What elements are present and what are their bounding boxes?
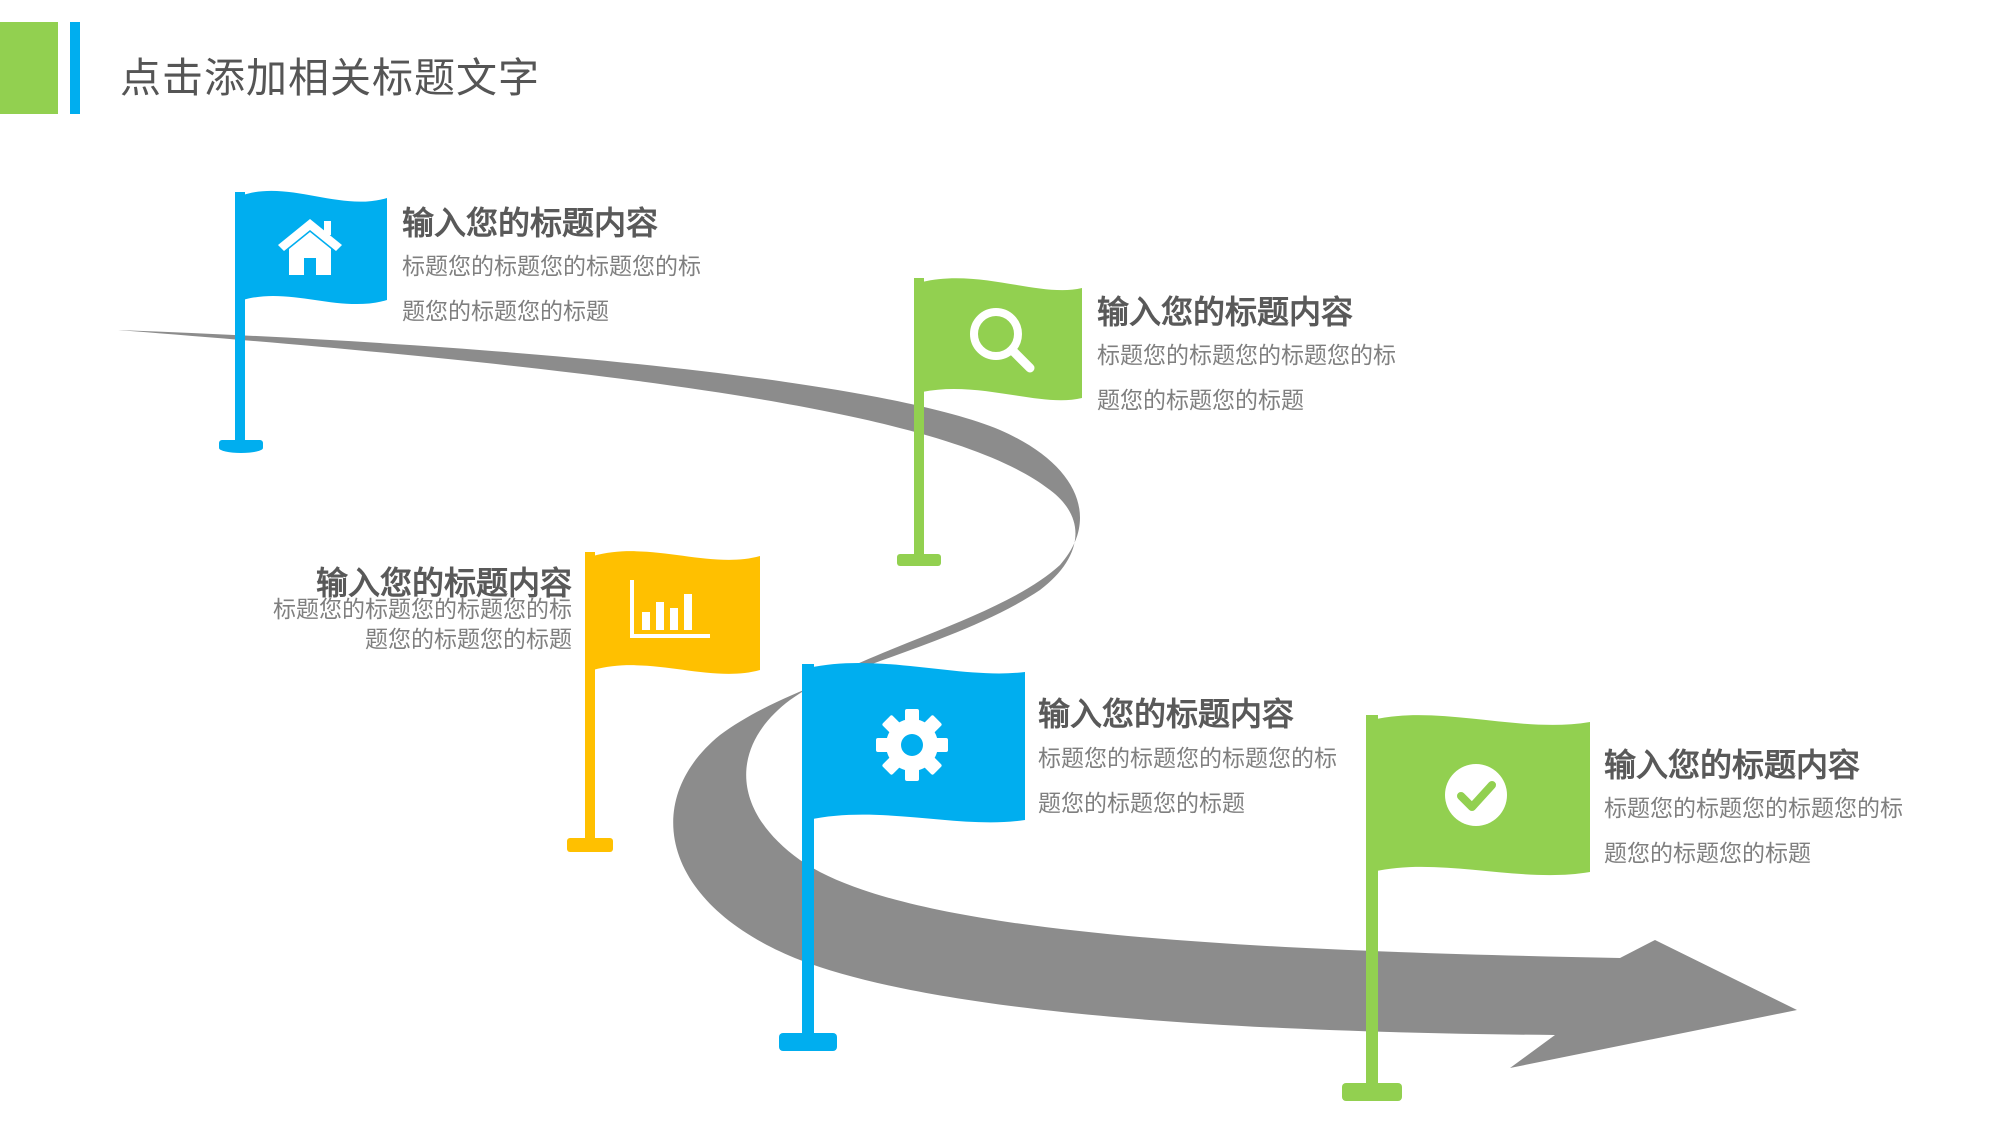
flag-1-pole xyxy=(235,192,245,444)
check-circle-icon xyxy=(1445,764,1507,826)
flag-2-pole xyxy=(914,278,924,558)
milestone-4-desc-line-1: 标题您的标题您的标题您的标 xyxy=(1038,746,1337,772)
milestone-flag-4 xyxy=(779,662,1025,1051)
milestone-2-title: 输入您的标题内容 xyxy=(1097,293,1354,331)
milestone-flag-5 xyxy=(1342,715,1590,1101)
milestone-1-desc-line-1: 标题您的标题您的标题您的标 xyxy=(402,254,701,280)
header-accent-green xyxy=(0,22,58,114)
milestone-2-desc: 标题您的标题您的标题您的标 题您的标题您的标题 xyxy=(1097,334,1396,424)
flag-3-pole xyxy=(585,552,595,842)
milestone-2-desc-line-2: 题您的标题您的标题 xyxy=(1097,387,1304,414)
milestone-1-desc-line-2: 题您的标题您的标题 xyxy=(402,298,609,325)
milestone-3-desc-line-2: 题您的标题您的标题 xyxy=(365,626,572,653)
milestone-5-desc: 标题您的标题您的标题您的标 题您的标题您的标题 xyxy=(1604,787,1903,877)
bar-chart-icon xyxy=(630,580,710,638)
flag-2-cloth xyxy=(922,278,1082,401)
page-title: 点击添加相关标题文字 xyxy=(120,54,540,102)
milestone-5-desc-line-2: 题您的标题您的标题 xyxy=(1604,840,1811,867)
road-arrow xyxy=(118,330,1797,1068)
milestone-4-desc: 标题您的标题您的标题您的标 题您的标题您的标题 xyxy=(1038,737,1337,827)
milestone-3-desc-line-1: 标题您的标题您的标题您的标 xyxy=(273,597,572,623)
home-icon xyxy=(278,219,342,275)
milestone-5-desc-line-1: 标题您的标题您的标题您的标 xyxy=(1604,796,1903,822)
milestone-1-title: 输入您的标题内容 xyxy=(402,204,659,242)
milestone-5-title: 输入您的标题内容 xyxy=(1604,746,1861,784)
header-accent-blue xyxy=(70,22,80,114)
flag-1-base-plate xyxy=(219,440,263,450)
milestone-3-desc: 标题您的标题您的标题您的标 题您的标题您的标题 xyxy=(273,596,572,656)
gear-icon xyxy=(876,709,948,781)
milestone-2-desc-line-1: 标题您的标题您的标题您的标 xyxy=(1097,343,1396,369)
milestone-4-title: 输入您的标题内容 xyxy=(1038,695,1295,733)
flag-3-base-plate xyxy=(567,838,613,852)
milestone-flag-1 xyxy=(219,190,387,453)
milestone-flag-3 xyxy=(567,551,760,852)
milestone-3-title: 输入您的标题内容 xyxy=(315,564,572,602)
flag-5-base-plate xyxy=(1342,1083,1402,1101)
flag-4-base-plate xyxy=(779,1033,837,1051)
search-icon xyxy=(970,308,1035,373)
milestone-flag-2 xyxy=(897,278,1082,566)
milestone-4-desc-line-2: 题您的标题您的标题 xyxy=(1038,790,1245,817)
milestone-1-desc: 标题您的标题您的标题您的标 题您的标题您的标题 xyxy=(402,245,701,335)
flag-2-base-plate xyxy=(897,554,941,566)
